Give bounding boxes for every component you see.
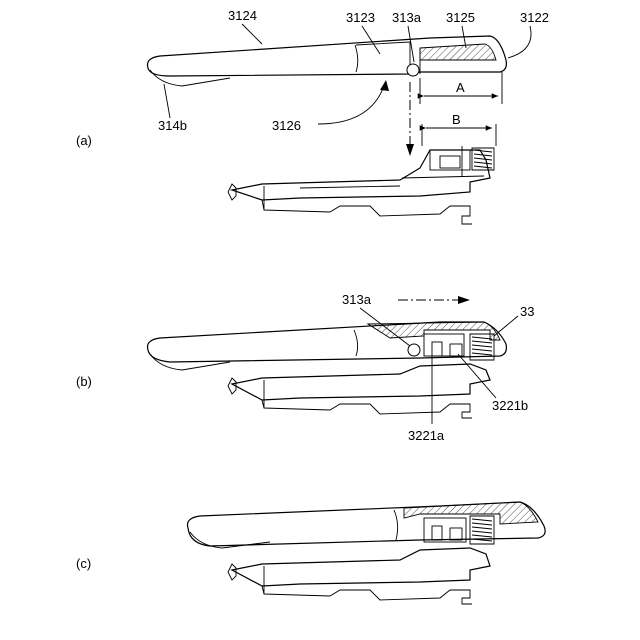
panel-caption-c: (c): [76, 556, 91, 571]
label-3124: 3124: [228, 8, 257, 23]
base-assembly-c: [228, 548, 490, 604]
panel-b: 313a 33 3221b 3221a (b): [76, 292, 534, 443]
base-assembly-b: [228, 356, 490, 424]
label-3221b: 3221b: [492, 398, 528, 413]
label-314b: 314b: [158, 118, 187, 133]
dim-label-b: B: [452, 112, 461, 127]
panel-c: (c): [76, 502, 545, 604]
pin-313a-a: [407, 64, 419, 76]
dimension-a: A: [420, 72, 502, 104]
label-3126: 3126: [272, 118, 301, 133]
lever-body-b: [148, 322, 507, 370]
dim-label-a: A: [456, 80, 465, 95]
label-313a-b: 313a: [342, 292, 372, 307]
panel-caption-b: (b): [76, 374, 92, 389]
lever-body-a: [148, 36, 507, 86]
label-3123: 3123: [346, 10, 375, 25]
label-3125: 3125: [446, 10, 475, 25]
dimension-b: B: [422, 112, 496, 146]
lever-body-c: [188, 502, 546, 548]
spring-a: [472, 148, 494, 170]
base-assembly-a: [228, 146, 494, 224]
label-3221a: 3221a: [408, 428, 445, 443]
label-3122: 3122: [520, 10, 549, 25]
panel-caption-a: (a): [76, 133, 92, 148]
label-313a-a: 313a: [392, 10, 422, 25]
panel-a: A B: [76, 8, 549, 224]
label-33: 33: [520, 304, 534, 319]
